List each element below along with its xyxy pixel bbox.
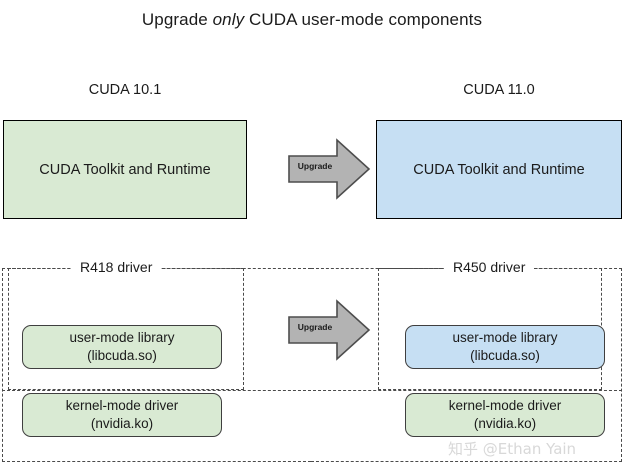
- user-mode-library-line1-left: user-mode library: [69, 330, 175, 345]
- r418-driver-label: R418 driver: [71, 259, 162, 275]
- kernel-mode-driver-line1-left: kernel-mode driver: [65, 398, 179, 413]
- kernel-mode-driver-line2-right: (nvidia.ko): [473, 416, 537, 431]
- upgrade-arrow-bottom: Upgrade: [287, 299, 371, 361]
- user-mode-library-box-left: user-mode library (libcuda.so): [22, 325, 222, 369]
- r450-driver-container: R450 driver: [378, 259, 602, 390]
- r450-driver-label: R450 driver: [444, 259, 535, 275]
- user-mode-library-line1-right: user-mode library: [452, 330, 558, 345]
- cuda-toolkit-box-left: CUDA Toolkit and Runtime: [3, 120, 247, 219]
- upgrade-arrow-top: Upgrade: [287, 138, 371, 200]
- kernel-mode-driver-line2-left: (nvidia.ko): [90, 416, 154, 431]
- kernel-mode-driver-box-right: kernel-mode driver (nvidia.ko): [405, 393, 605, 437]
- cuda-toolkit-box-right: CUDA Toolkit and Runtime: [376, 120, 622, 219]
- title-emphasis: only: [212, 10, 245, 29]
- arrow-right-icon: [288, 138, 371, 200]
- column-header-right: CUDA 11.0: [463, 82, 535, 98]
- title-part-1: Upgrade: [141, 10, 213, 29]
- user-mode-library-line2-right: (libcuda.so): [470, 348, 540, 363]
- r418-driver-container: R418 driver: [8, 259, 244, 390]
- user-mode-library-box-right: user-mode library (libcuda.so): [405, 325, 605, 369]
- kernel-mode-driver-line1-right: kernel-mode driver: [448, 398, 562, 413]
- cuda-toolkit-label-right: CUDA Toolkit and Runtime: [413, 161, 585, 178]
- user-mode-library-line2-left: (libcuda.so): [87, 348, 157, 363]
- cuda-toolkit-label-left: CUDA Toolkit and Runtime: [39, 161, 211, 178]
- column-header-left: CUDA 10.1: [88, 82, 162, 98]
- kernel-mode-band-divider: [2, 390, 622, 462]
- title-part-2: CUDA user-mode components: [244, 10, 483, 29]
- kernel-mode-driver-box-left: kernel-mode driver (nvidia.ko): [22, 393, 222, 437]
- page-title: Upgrade only CUDA user-mode components: [120, 8, 504, 31]
- arrow-right-icon: [288, 299, 371, 361]
